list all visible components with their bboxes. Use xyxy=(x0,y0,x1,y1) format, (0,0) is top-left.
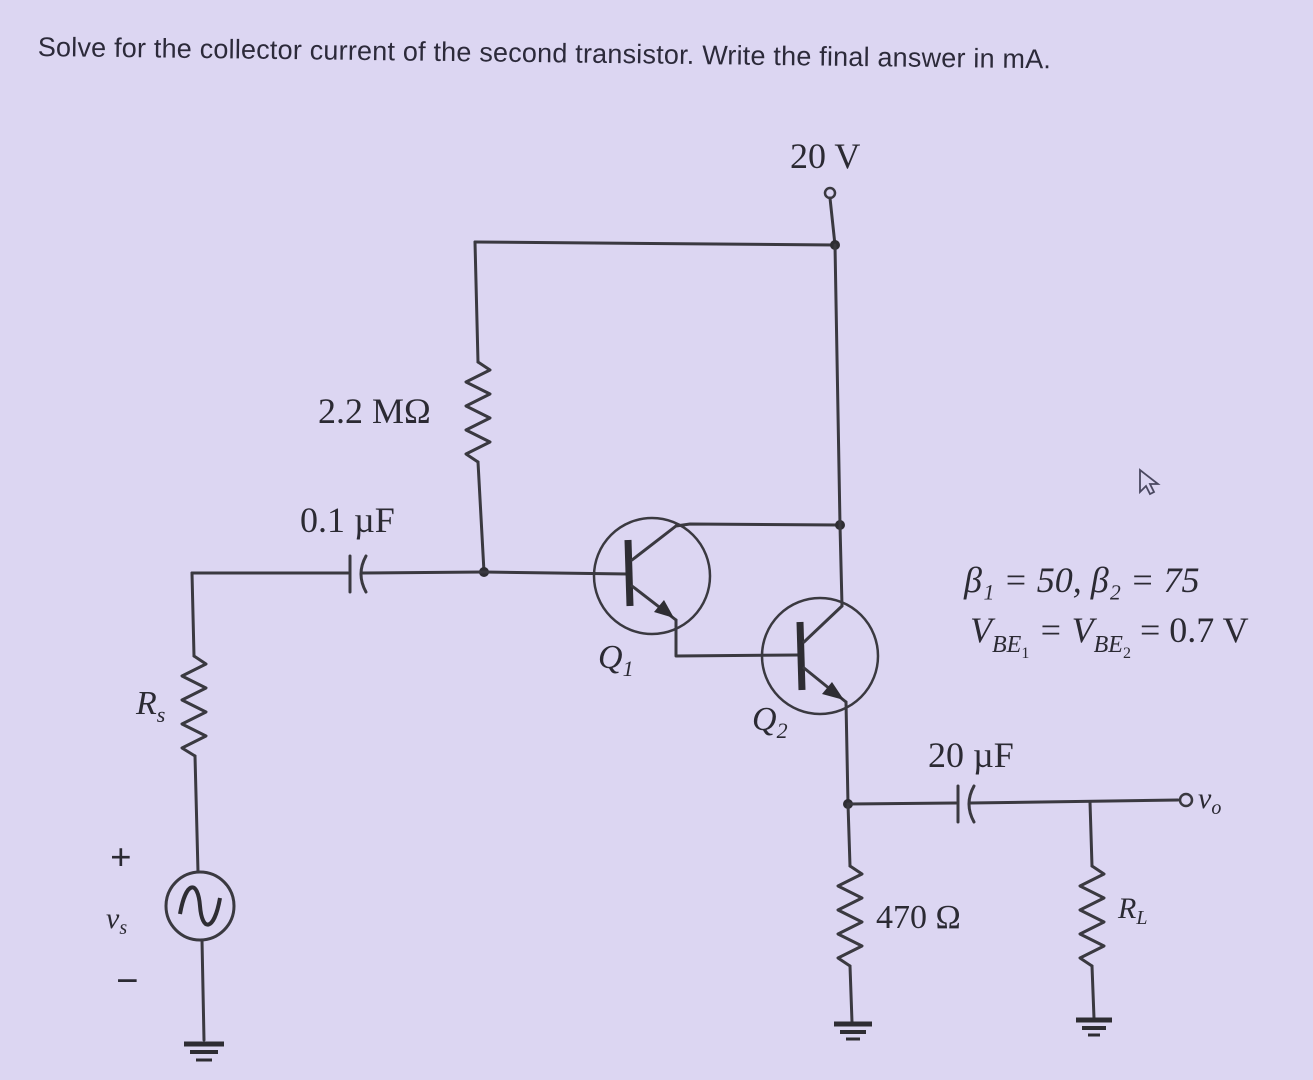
bias-resistor xyxy=(464,360,492,464)
top-rail-wire xyxy=(473,240,837,247)
q1-collector-lead xyxy=(630,524,678,562)
q2-emitter-wire xyxy=(844,700,850,806)
q2-label: Q2 xyxy=(752,701,788,743)
q1-base-wire xyxy=(482,570,630,576)
source-voltage-label: vs xyxy=(106,902,127,939)
beta-values: β₁ = 50, β₂ = 75 xyxy=(963,560,1199,600)
minus-sign: − xyxy=(116,958,139,1003)
output-capacitor-label: 20 µF xyxy=(928,735,1014,775)
right-rail-lower xyxy=(838,523,844,608)
supply-wire xyxy=(828,196,837,247)
ac-source-sine-icon xyxy=(178,885,222,927)
bias-resistor-label: 2.2 MΩ xyxy=(318,391,431,431)
source-mid-wire xyxy=(193,754,200,874)
q1-transistor-circle xyxy=(592,516,712,636)
source-voltage-main: v xyxy=(106,902,120,935)
source-resistor-label: Rs xyxy=(135,685,165,727)
output-wire-left xyxy=(846,801,958,806)
output-voltage-main: v xyxy=(1198,782,1212,815)
source-voltage-sub: s xyxy=(119,917,127,939)
plus-sign: + xyxy=(110,837,132,879)
load-resistor-main: R xyxy=(1117,892,1136,925)
ac-source-circle xyxy=(164,870,236,942)
q1-label-main: Q xyxy=(598,639,623,676)
vbe-v1: V xyxy=(970,610,996,650)
ground-emitter xyxy=(834,1021,872,1041)
output-terminal xyxy=(1178,792,1194,808)
emitter-resistor-top-wire xyxy=(846,802,852,868)
input-wire-right xyxy=(360,570,486,575)
q1-base-bar xyxy=(624,539,634,607)
vbe-sub1: BE xyxy=(992,632,1022,658)
output-voltage-label: vo xyxy=(1198,782,1221,819)
q2-collector-lead xyxy=(802,604,844,644)
right-rail-upper xyxy=(833,243,842,527)
bias-top-wire xyxy=(473,240,480,364)
q1-emitter-wire xyxy=(674,618,800,658)
ground-load xyxy=(1076,1017,1112,1037)
load-resistor xyxy=(1078,864,1106,968)
vbe-value: = 0.7 V xyxy=(1131,610,1249,650)
vbe-values: VBE1 = VBE2 = 0.7 V xyxy=(970,610,1249,662)
vbe-sub2: BE xyxy=(1094,632,1124,658)
q1-label-sub: 1 xyxy=(623,656,634,681)
source-resistor xyxy=(180,654,208,758)
q2-transistor-circle xyxy=(760,596,880,716)
supply-label: 20 V xyxy=(790,136,860,176)
vbe-eq: = V xyxy=(1029,610,1097,650)
mouse-cursor-icon xyxy=(1139,468,1161,496)
emitter-resistor-label: 470 Ω xyxy=(876,899,961,936)
bias-bottom-wire xyxy=(476,460,486,574)
source-resistor-main: R xyxy=(135,685,157,722)
q2-base-bar xyxy=(796,621,806,691)
q1-emitter-arrow xyxy=(654,600,674,618)
q2-label-sub: 2 xyxy=(777,718,788,743)
input-capacitor-label: 0.1 µF xyxy=(300,500,395,540)
load-top-wire xyxy=(1088,800,1094,868)
source-bottom-wire xyxy=(200,938,206,1042)
q2-label-main: Q xyxy=(752,701,777,738)
q1-collector-wire xyxy=(674,522,842,528)
q1-label: Q1 xyxy=(598,639,634,681)
q2-emitter-arrow xyxy=(822,682,844,700)
emitter-resistor-bottom-wire xyxy=(848,964,854,1024)
load-resistor-label: RL xyxy=(1117,892,1147,929)
supply-terminal xyxy=(823,186,837,200)
output-wire-right xyxy=(968,798,1180,805)
output-voltage-sub: o xyxy=(1211,797,1221,819)
emitter-resistor xyxy=(836,864,864,968)
vbe-sub1b: 1 xyxy=(1021,645,1029,662)
source-resistor-sub: s xyxy=(157,702,166,727)
source-top-wire xyxy=(190,571,196,658)
vbe-sub2b: 2 xyxy=(1123,645,1131,662)
load-resistor-sub: L xyxy=(1135,907,1147,929)
load-bottom-wire xyxy=(1090,964,1096,1020)
ground-source xyxy=(184,1041,224,1062)
